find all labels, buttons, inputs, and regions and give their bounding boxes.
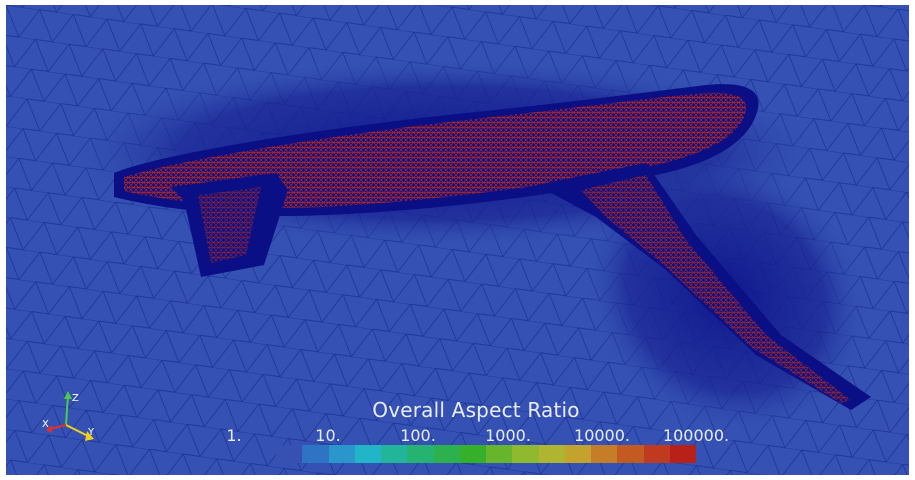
z-axis-arrow — [64, 391, 72, 399]
colorbar-swatch — [591, 445, 618, 463]
x-axis-label: X — [42, 419, 49, 430]
z-axis-label: Z — [72, 393, 79, 404]
colorbar-swatch — [512, 445, 539, 463]
colorbar-ticks: 1. 10. 100. 1000. 10000. 100000. — [206, 426, 746, 446]
colorbar-swatch — [669, 445, 696, 463]
colorbar-swatch — [381, 445, 408, 463]
colorbar-swatch — [302, 445, 329, 463]
colorbar-swatch — [407, 445, 434, 463]
main-wing-high-ratio-region — [581, 175, 851, 403]
tail-fin-high-ratio-region — [198, 187, 261, 263]
aircraft-mesh-view — [6, 5, 909, 475]
colorbar-tick: 1000. — [485, 426, 531, 445]
colorbar-swatch — [564, 445, 591, 463]
colorbar-swatch — [538, 445, 565, 463]
colorbar-swatch — [459, 445, 486, 463]
colorbar-swatch — [486, 445, 513, 463]
colorbar-swatch — [643, 445, 670, 463]
colorbar-tick: 1. — [226, 426, 242, 445]
colorbar-title: Overall Aspect Ratio — [372, 398, 580, 422]
colorbar-tick: 10. — [315, 426, 341, 445]
x-axis-arrow — [46, 425, 52, 433]
colorbar-swatch — [617, 445, 644, 463]
colorbar-tick: 100. — [400, 426, 436, 445]
colorbar-swatch — [433, 445, 460, 463]
x-axis-line — [49, 424, 67, 430]
colorbar-tick: 100000. — [662, 426, 730, 445]
colorbar-gradient — [276, 445, 696, 463]
y-axis-label: Y — [87, 427, 95, 438]
colorbar-swatch — [328, 445, 355, 463]
colorbar-tick: 10000. — [574, 426, 630, 445]
scalar-colorbar: Overall Aspect Ratio 1. 10. 100. 1000. 1… — [206, 398, 746, 468]
colorbar-swatch — [276, 445, 303, 463]
y-axis-line — [65, 424, 91, 438]
orientation-axes: Z Y X — [42, 391, 95, 441]
render-viewport[interactable]: Z Y X Overall Aspect Ratio 1. 10. 100. 1… — [6, 5, 909, 475]
y-axis-arrow — [85, 431, 94, 441]
colorbar-swatch — [354, 445, 381, 463]
z-axis-line — [65, 394, 69, 426]
